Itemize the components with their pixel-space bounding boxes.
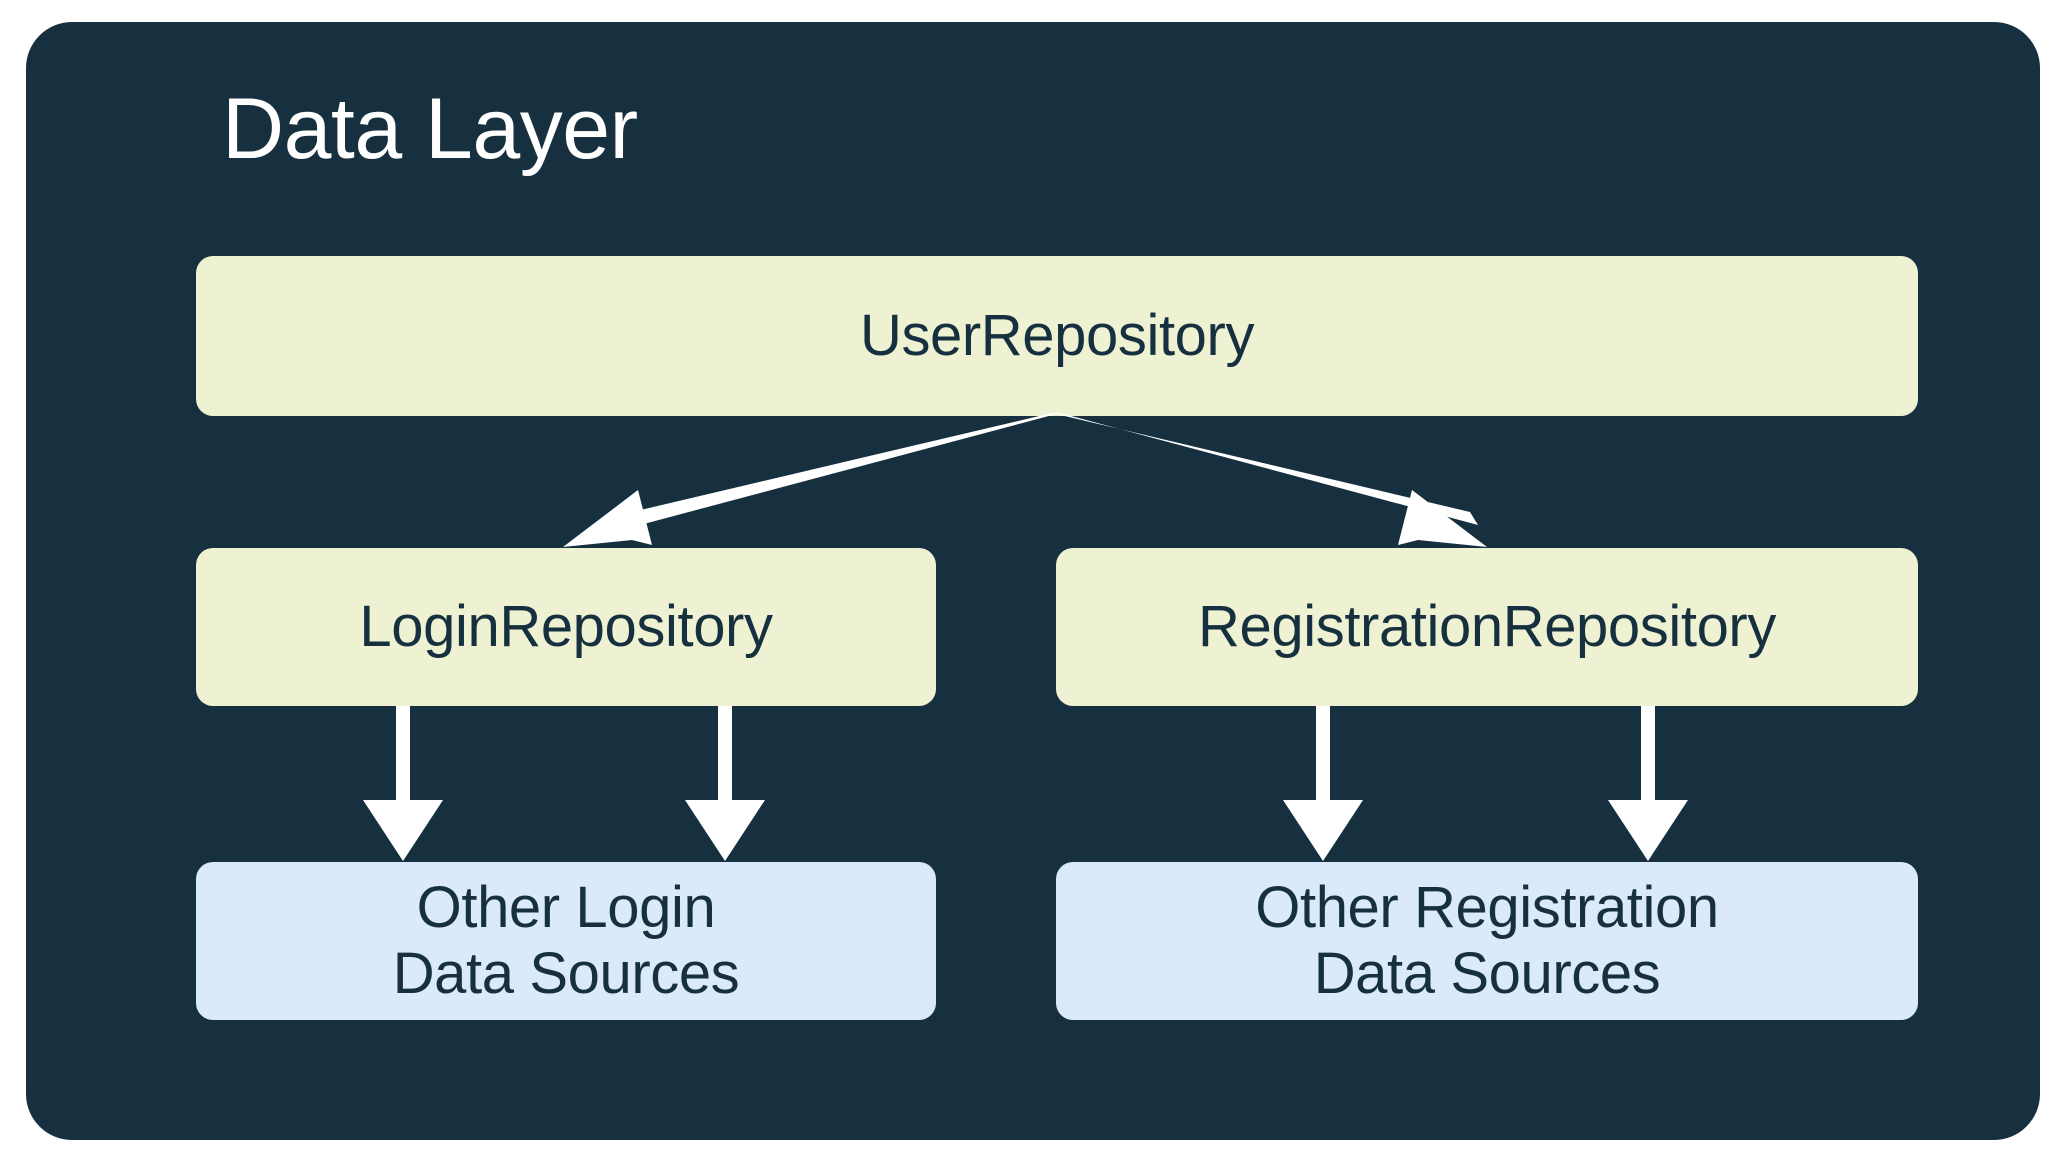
- node-other-login-data-sources[interactable]: Other Login Data Sources: [196, 862, 936, 1020]
- node-user-repository[interactable]: UserRepository: [196, 256, 1918, 416]
- node-other-registration-data-sources[interactable]: Other Registration Data Sources: [1056, 862, 1918, 1020]
- page-title: Data Layer: [222, 81, 638, 177]
- node-registration-repository[interactable]: RegistrationRepository: [1056, 548, 1918, 706]
- node-login-repository[interactable]: LoginRepository: [196, 548, 936, 706]
